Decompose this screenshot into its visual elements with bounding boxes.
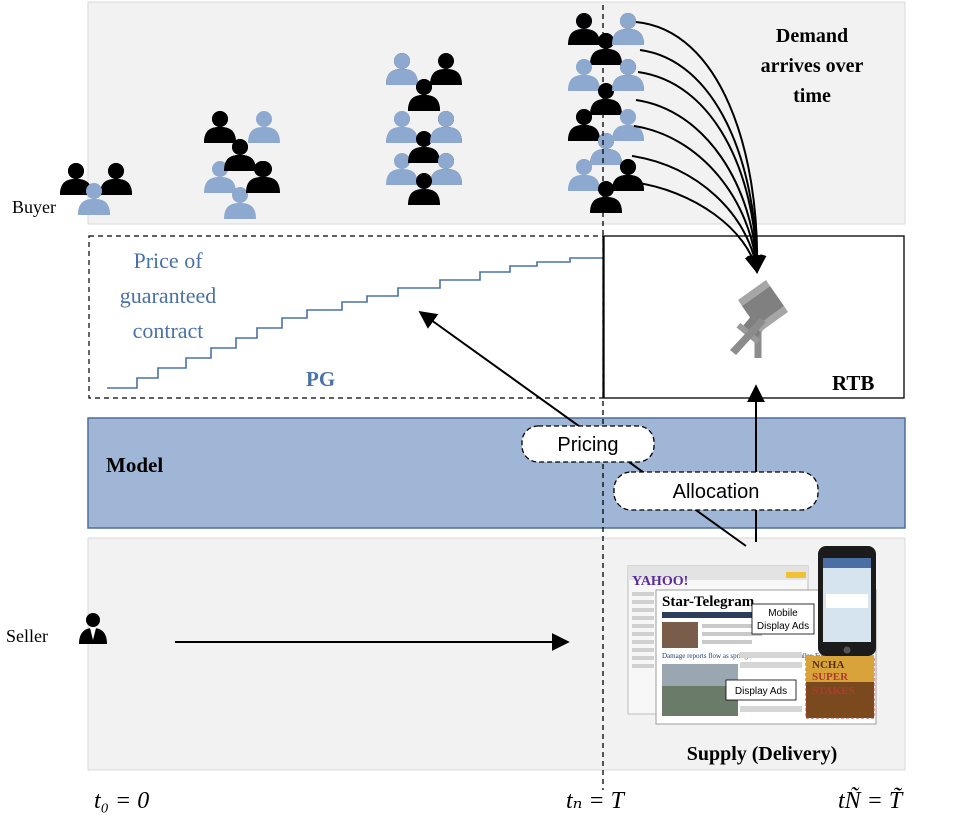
tN-label: tₙ = T [566, 788, 626, 814]
allocation-box [613, 471, 819, 511]
allocation-label: Allocation [673, 481, 760, 503]
pg-price-line-1: Price of [133, 248, 203, 273]
magazine-line-2: SUPER [812, 671, 849, 683]
demand-line-1: Demand [776, 25, 848, 47]
demand-arrow-5 [633, 125, 765, 274]
t0-label: t₀ = 0 [94, 788, 149, 814]
display-ads-callout [725, 679, 797, 701]
display-ads-label: Display Ads [735, 686, 787, 697]
pg-label: PG [306, 367, 335, 391]
gavel-icon-detail [730, 280, 788, 355]
portal-logo: YAHOO! [632, 574, 688, 589]
magazine-line-1: NCHA [812, 659, 844, 671]
pg-price-line-3: contract [133, 318, 204, 343]
pg-panel [88, 235, 604, 399]
mobile-ads-callout [751, 603, 815, 635]
demand-arrow-7 [631, 181, 763, 274]
supply-label: Supply (Delivery) [687, 743, 838, 765]
seller-icon [79, 613, 107, 644]
seller-label: Seller [6, 626, 48, 646]
pricing-label: Pricing [557, 434, 618, 456]
demand-arrow-3 [637, 71, 766, 274]
ads-collage: YAHOO! Star-Telegram Damage reports flow… [627, 546, 877, 725]
demand-arrow-1 [635, 21, 767, 274]
model-label: Model [106, 453, 163, 477]
demand-arrows [631, 21, 767, 274]
demand-line-2: arrives over [761, 55, 864, 77]
demand-line-3: time [793, 85, 831, 107]
demand-arrow-4 [635, 99, 766, 274]
pg-price-curve [107, 257, 603, 389]
news-photo-1 [662, 622, 698, 648]
magazine-line-3: STAKES [812, 685, 855, 697]
mobile-ads-line-1: Mobile [768, 608, 798, 619]
pg-price-line-2: guaranteed [120, 283, 217, 308]
demand-arrow-6 [631, 155, 764, 274]
mobile-ads-line-2: Display Ads [757, 621, 809, 632]
tNtilde-label: tÑ = T̃ [838, 787, 904, 814]
buyer-label: Buyer [12, 197, 56, 217]
rtb-label: RTB [832, 371, 874, 395]
pricing-box [521, 425, 655, 463]
newspaper-masthead: Star-Telegram [662, 594, 755, 610]
